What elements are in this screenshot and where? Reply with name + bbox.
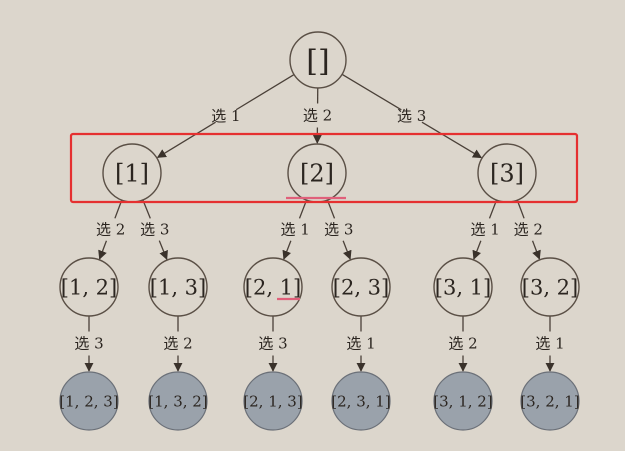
node-circle-n13 <box>148 257 208 317</box>
edge-label-root-n1: 选 1 <box>211 107 240 125</box>
edge-root-n1-upper <box>235 73 295 111</box>
node-label-n321: [3, 2, 1] <box>520 392 579 410</box>
node-n2: [2] <box>287 143 347 203</box>
node-n321: [3, 2, 1] <box>520 371 580 431</box>
node-n21: [2, 1] <box>243 257 303 317</box>
edge-n3-n32-arrow <box>531 240 541 260</box>
node-label-n132: [1, 3, 2] <box>148 392 207 410</box>
edge-label-n13-n132: 选 2 <box>163 335 192 353</box>
node-label-n231: [2, 3, 1] <box>331 392 390 410</box>
node-label-n123: [1, 2, 3] <box>59 392 118 410</box>
edge-label-n23-n231: 选 1 <box>346 335 375 353</box>
edge-n1-n12-arrow <box>98 240 108 260</box>
node-root: [] <box>289 31 347 89</box>
edge-n3-n31-upper <box>488 199 498 219</box>
node-label-root: [] <box>306 44 329 79</box>
node-label-n1: [1] <box>115 160 149 188</box>
highlight-box <box>69 132 579 204</box>
edge-label-n31-n312: 选 2 <box>448 335 477 353</box>
edge-labels-layer: 选 1 选 2 选 3 选 2 选 3 选 1 选 3 选 1 选 2 选 3 选 2 选 3 选 1 选… <box>74 107 564 353</box>
node-circle-n23 <box>331 257 391 317</box>
node-circle-n12 <box>59 257 119 317</box>
edge-label-n1-n12: 选 2 <box>96 221 125 239</box>
node-circle-n32 <box>520 257 580 317</box>
node-label-n31: [3, 1] <box>435 276 491 300</box>
node-label-n3: [3] <box>490 160 524 188</box>
edge-label-n1-n13: 选 3 <box>140 221 169 239</box>
node-n31: [3, 1] <box>433 257 493 317</box>
node-circle-n213 <box>243 371 303 431</box>
edge-label-root-n3: 选 3 <box>397 107 426 125</box>
node-n1: [1] <box>102 143 162 203</box>
node-circle-n31 <box>433 257 493 317</box>
node-label-n21: [2, 1] <box>245 276 301 300</box>
edge-root-n3-upper <box>341 73 402 111</box>
edge-n2-n23-upper <box>326 199 336 219</box>
node-circle-n21 <box>243 257 303 317</box>
node-label-n312: [3, 1, 2] <box>433 392 492 410</box>
node-n123: [1, 2, 3] <box>59 371 119 431</box>
node-circle-n132 <box>148 371 208 431</box>
edge-n3-n31-arrow <box>472 240 482 260</box>
node-circle-n123 <box>59 371 119 431</box>
node-n213: [2, 1, 3] <box>243 371 303 431</box>
edge-n2-n21-upper <box>298 199 308 219</box>
node-n32: [3, 2] <box>520 257 580 317</box>
edge-label-n21-n213: 选 3 <box>258 335 287 353</box>
node-circle-n321 <box>520 371 580 431</box>
edges-layer <box>84 73 555 372</box>
edge-label-n2-n23: 选 3 <box>324 221 353 239</box>
node-n23: [2, 3] <box>331 257 391 317</box>
node-n231: [2, 3, 1] <box>331 371 391 431</box>
node-label-n213: [2, 1, 3] <box>243 392 302 410</box>
node-n312: [3, 1, 2] <box>433 371 493 431</box>
edge-label-n3-n32: 选 2 <box>514 221 543 239</box>
edge-root-n1-arrow <box>156 121 216 158</box>
edge-n2-n23-arrow <box>342 240 352 260</box>
edge-n2-n21-arrow <box>282 240 292 260</box>
node-circle-root <box>289 31 347 89</box>
edge-label-root-n2: 选 2 <box>303 107 332 125</box>
node-circle-n312 <box>433 371 493 431</box>
highlight-layer <box>69 132 579 301</box>
edge-label-n3-n31: 选 1 <box>471 221 500 239</box>
node-n12: [1, 2] <box>59 257 119 317</box>
edge-label-n12-n123: 选 3 <box>74 335 103 353</box>
node-label-n23: [2, 3] <box>333 276 389 300</box>
node-n132: [1, 3, 2] <box>148 371 208 431</box>
edge-root-n3-arrow <box>421 121 483 159</box>
node-n3: [3] <box>477 143 537 203</box>
node-label-n12: [1, 2] <box>61 276 117 300</box>
edge-label-n32-n321: 选 1 <box>535 335 564 353</box>
node-label-n13: [1, 3] <box>150 276 206 300</box>
edge-n1-n13-arrow <box>158 240 168 261</box>
edge-n3-n32-upper <box>516 199 525 219</box>
node-label-n32: [3, 2] <box>522 276 578 300</box>
edge-label-n2-n21: 选 1 <box>281 221 310 239</box>
node-label-n2: [2] <box>300 160 334 188</box>
node-n13: [1, 3] <box>148 257 208 317</box>
node-circle-n231 <box>331 371 391 431</box>
nodes-layer: [] [1] [2] [3] [1, 2] [1, 3] [2, 1] [2, 3] [3, 1… <box>59 31 580 431</box>
edge-n1-n12-upper <box>114 199 123 219</box>
